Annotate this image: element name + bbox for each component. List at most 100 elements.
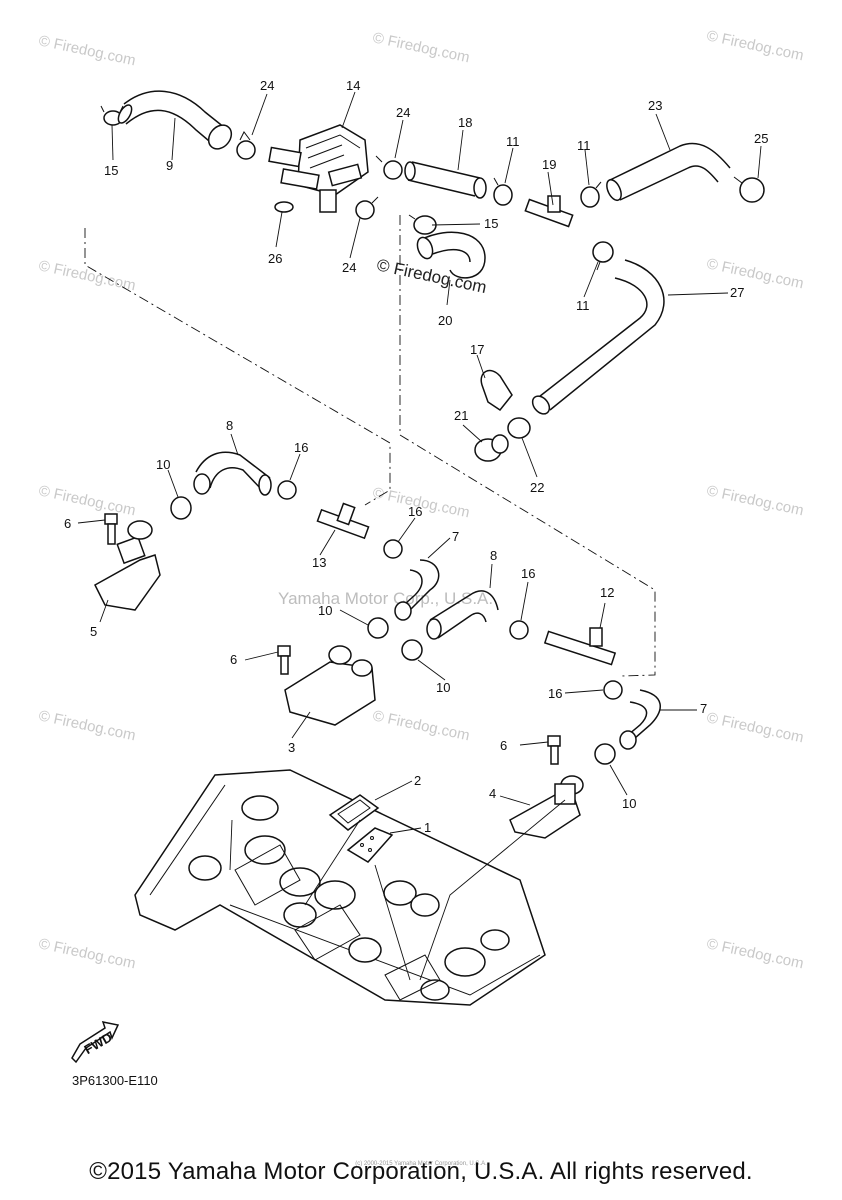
part-17-bracket [480,369,513,412]
label-part-2: 2 [414,773,421,788]
part-19-joint [524,195,574,228]
diagram-code: 3P61300-E110 [72,1073,158,1088]
reference-lines [84,215,656,677]
label-part-15-b: 15 [484,216,498,231]
label-part-11-a: 11 [506,134,520,149]
part-21-cap [474,434,509,462]
label-part-24-c: 24 [342,260,356,275]
label-part-13: 13 [312,555,326,570]
label-part-10-b: 10 [318,603,332,618]
label-part-11-c: 11 [576,298,590,313]
part-10-clamp-a [170,496,192,520]
part-11-clamp-a [493,177,513,206]
label-part-12: 12 [600,585,614,600]
watermark-row4-left: © Firedog.com [37,707,137,744]
label-part-16-a: 16 [294,440,308,455]
watermark-mid-firedog: © Firedog.com [375,255,488,297]
guide-lines [229,799,566,981]
part-2-gasket [328,794,380,831]
middle-assembly [94,451,661,839]
part-6-bolt-b [277,645,291,675]
watermark-row3-left: © Firedog.com [37,482,137,519]
watermark-row4-center: © Firedog.com [371,707,471,744]
label-part-15-a: 15 [104,163,118,178]
tiny-copyright-note: (c) 2000-2015 Yamaha Motor Corporation, … [355,1161,487,1167]
part-23-hose [606,142,731,202]
part-1-plate [346,827,394,863]
label-part-17: 17 [470,342,484,357]
label-part-9: 9 [166,158,173,173]
part-8-hose-b [426,590,499,640]
part-18-hose [404,161,487,199]
part-9-hose [117,90,233,150]
fwd-label: FWD [81,1029,114,1057]
label-part-4: 4 [489,786,496,801]
label-part-6-b: 6 [230,652,237,667]
watermark-top-right: © Firedog.com [705,27,805,64]
part-14-air-cut-valve [268,124,369,213]
part-10-clamp-d [594,743,616,765]
part-4-cover [509,775,584,839]
label-part-23: 23 [648,98,662,113]
watermark-row4-right: © Firedog.com [705,709,805,746]
watermark-row5-right: © Firedog.com [705,935,805,972]
label-part-10-a: 10 [156,457,170,472]
watermark-row3-right: © Firedog.com [705,482,805,519]
part-24-clamp-a [236,131,256,160]
label-part-16-c: 16 [521,566,535,581]
label-part-22: 22 [530,480,544,495]
fwd-arrow: FWD [71,1021,120,1064]
part-16-clamp-a [277,480,297,500]
part-6-bolt-a [104,513,118,545]
label-part-6-a: 6 [64,516,71,531]
watermark-center-yamaha: Yamaha Motor Corp., U.S.A. [278,589,493,608]
watermark-top-left: © Firedog.com [37,32,137,69]
ref-line-left [84,228,391,506]
part-22-clamp [507,417,531,439]
watermark-row2-right: © Firedog.com [705,255,805,292]
leader-lines [77,91,762,834]
ref-line-right [399,215,656,677]
upper-assembly [100,90,765,462]
label-part-24-b: 24 [396,105,410,120]
label-part-25: 25 [754,131,768,146]
label-part-16-d: 16 [548,686,562,701]
label-part-18: 18 [458,115,472,130]
part-16-clamp-d [603,680,623,700]
cylinder-head-cover [134,769,546,1006]
part-24-clamp-b [375,155,403,180]
label-part-26: 26 [268,251,282,266]
part-7-hose-a [394,559,440,621]
watermark-top-center: © Firedog.com [371,29,471,66]
part-24-clamp-c [355,196,379,220]
label-part-3: 3 [288,740,295,755]
label-part-1: 1 [424,820,431,835]
part-15-clamp-b [408,214,437,235]
part-11-clamp-b [580,181,602,208]
label-part-10-d: 10 [622,796,636,811]
copyright-footer: ©2015 Yamaha Motor Corporation, U.S.A. A… [89,1158,753,1185]
part-10-clamp-c [401,639,423,661]
label-part-8-a: 8 [226,418,233,433]
part-25-cap [733,176,765,203]
label-part-8-b: 8 [490,548,497,563]
watermark-row2-left: © Firedog.com [37,257,137,294]
part-3-cover [284,645,376,726]
label-part-20: 20 [438,313,452,328]
part-8-hose-a [193,451,272,496]
label-part-16-b: 16 [408,504,422,519]
part-6-bolt-c [547,735,561,765]
part-27-hose [531,259,665,415]
part-16-clamp-c [509,620,529,640]
label-part-7-a: 7 [452,529,459,544]
part-labels: 1 2 3 4 5 6 6 6 7 7 8 8 9 10 10 10 10 11… [64,78,768,835]
watermark-row5-left: © Firedog.com [37,935,137,972]
label-part-11-b: 11 [577,138,591,153]
part-20-elbow-hose [416,231,486,279]
part-5-cover [94,520,161,611]
part-26-o-ring [274,201,294,213]
label-part-14: 14 [346,78,360,93]
label-part-21: 21 [454,408,468,423]
part-16-clamp-b [383,539,403,559]
